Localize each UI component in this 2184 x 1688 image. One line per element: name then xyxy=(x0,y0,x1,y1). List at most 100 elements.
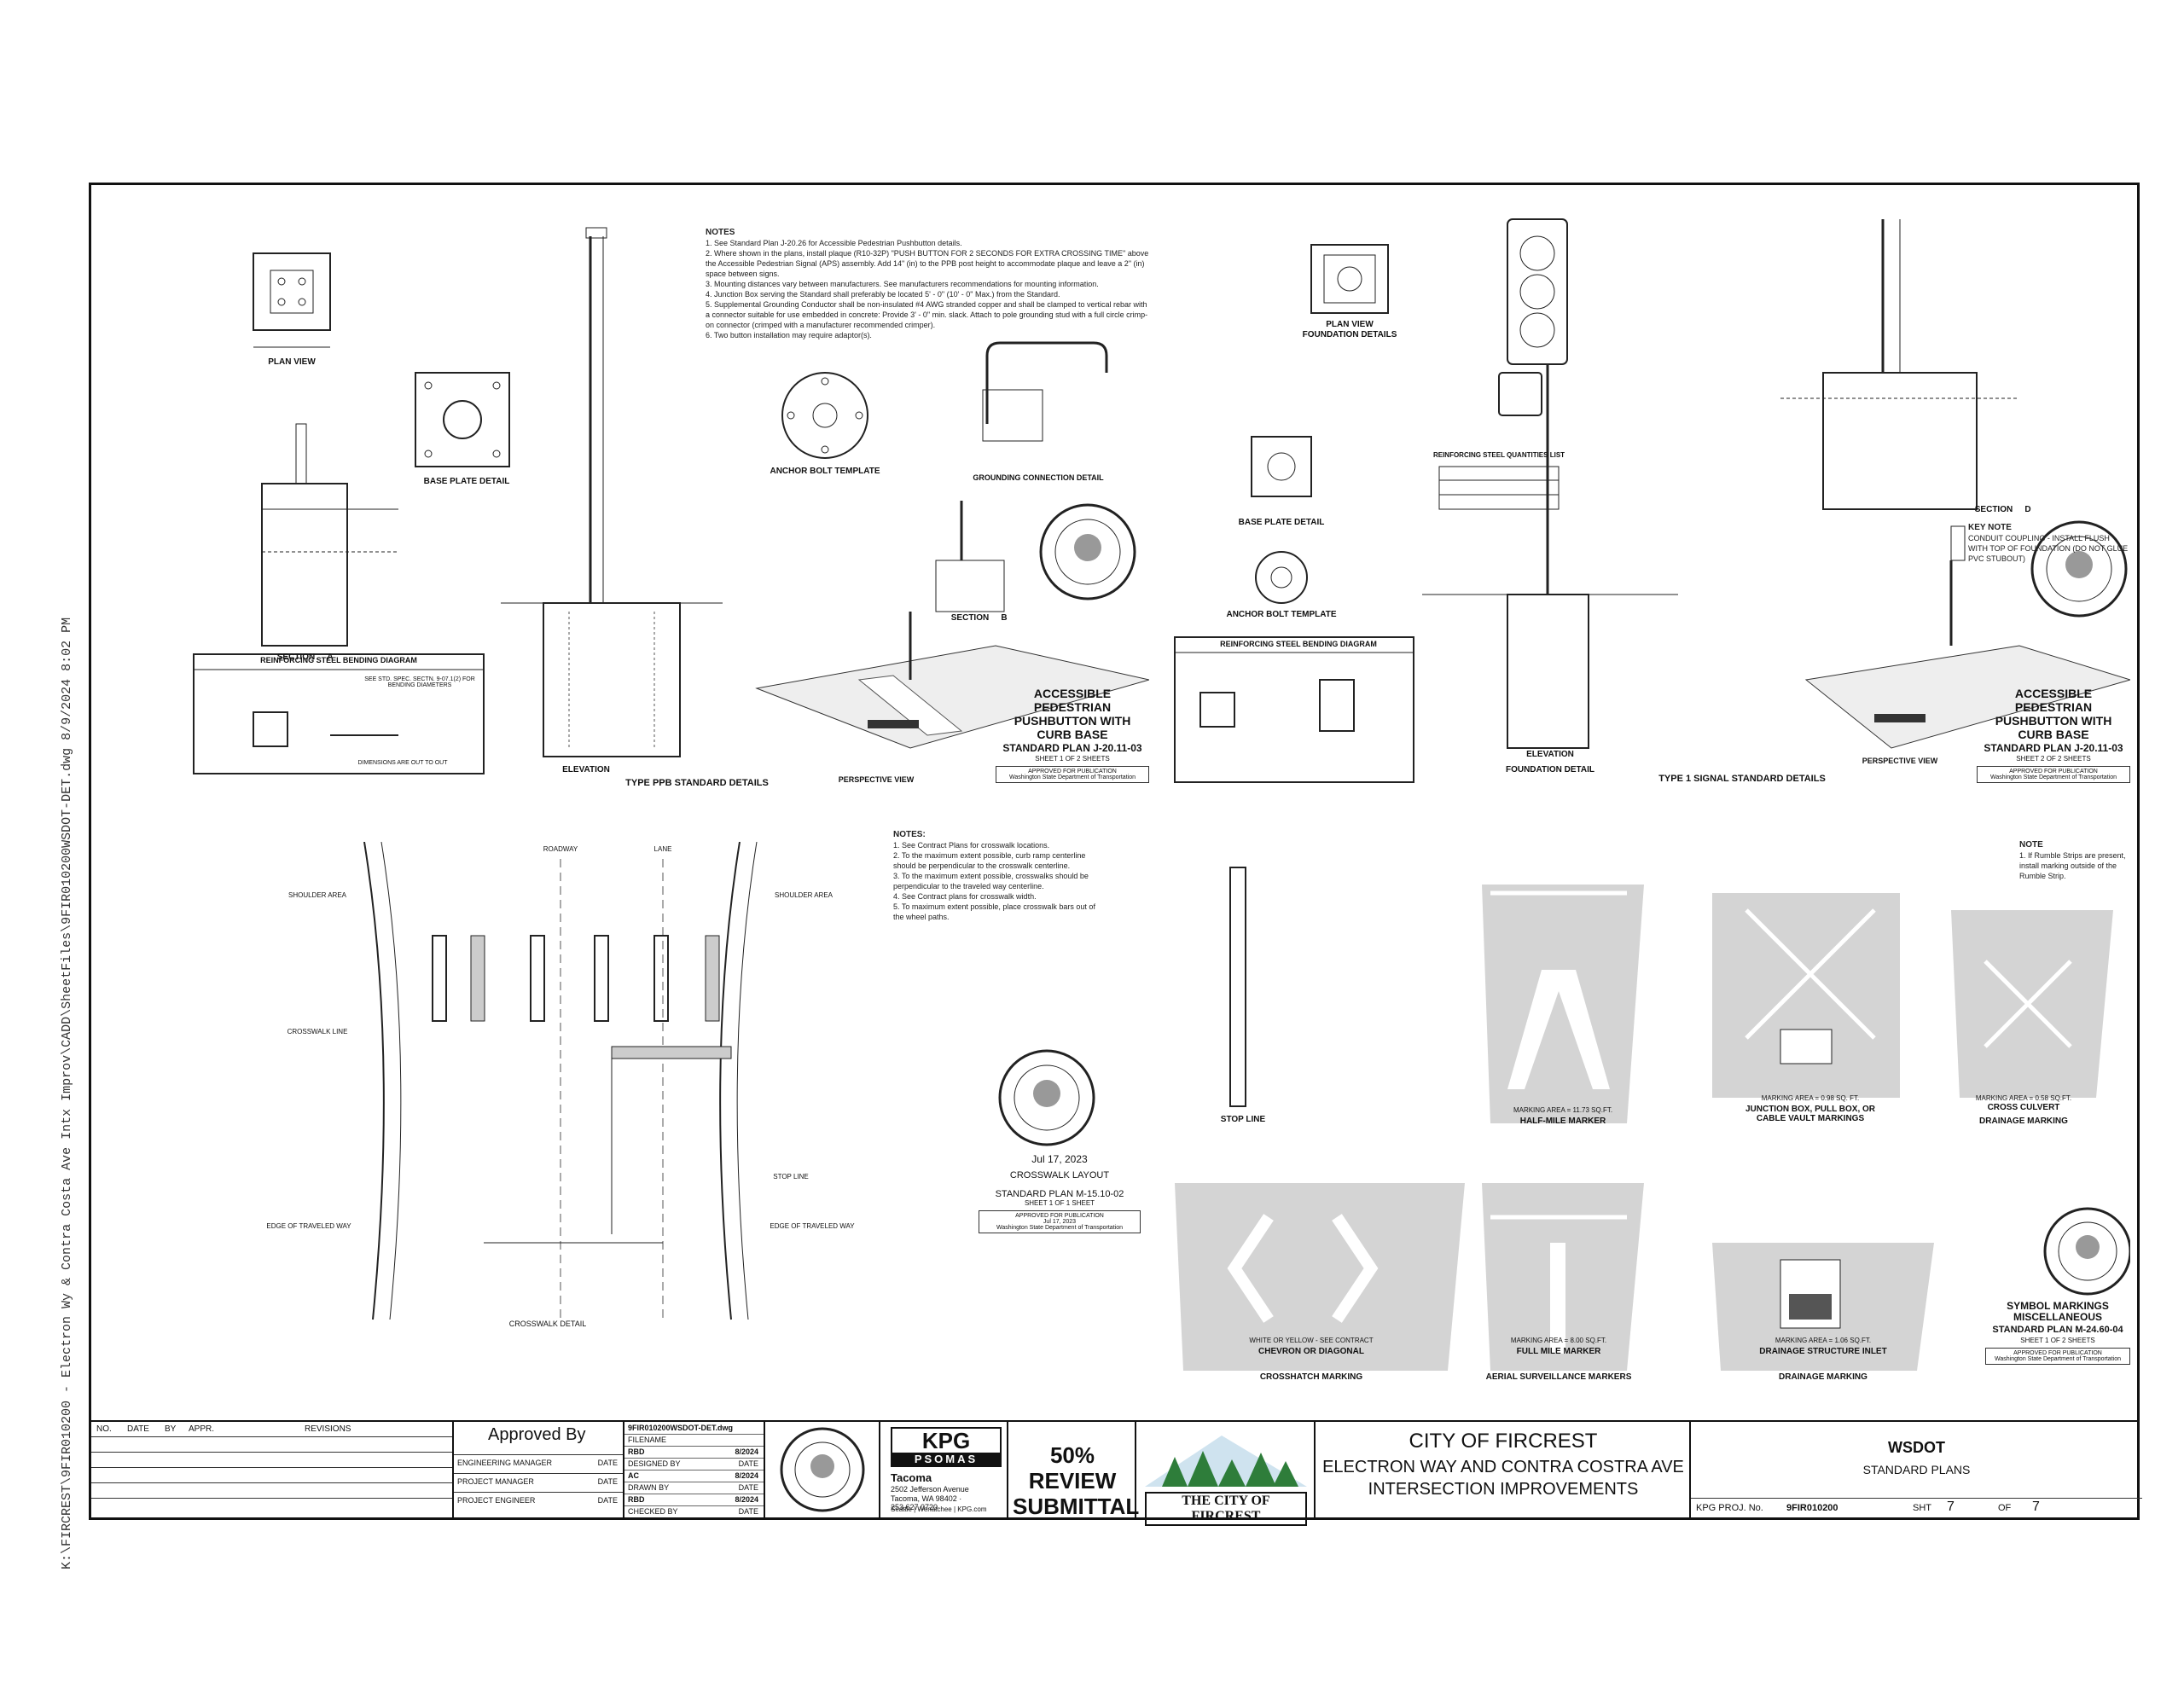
drainage-marking-label-2: DRAINAGE MARKING xyxy=(1779,1372,1867,1382)
filename-label: FILENAME xyxy=(628,1436,667,1444)
full-mile-label: FULL MILE MARKER xyxy=(1516,1347,1601,1356)
proj-number: 9FIR010200 xyxy=(1786,1503,1838,1513)
cw-note-2: 2. To the maximum extent possible, curb … xyxy=(893,851,1086,870)
roadway-label: ROADWAY xyxy=(543,845,578,853)
crosshatch-label: CROSSHATCH MARKING xyxy=(1259,1372,1363,1382)
of-label: OF xyxy=(1998,1503,2012,1513)
base-plate-detail-label: BASE PLATE DETAIL xyxy=(423,477,510,486)
edge-traveled-right: EDGE OF TRAVELED WAY xyxy=(770,1222,855,1230)
type1-title: TYPE 1 SIGNAL STANDARD DETAILS xyxy=(1658,774,1826,784)
role-project-engineer: PROJECT ENGINEER DATE xyxy=(454,1492,623,1508)
crosswalk-std-block: Jul 17, 2023 CROSSWALK LAYOUT STANDARD P… xyxy=(979,1153,1141,1233)
of-number: 7 xyxy=(2032,1499,2040,1514)
qty-title: REINFORCING STEEL QUANTITIES LIST xyxy=(1432,451,1565,459)
key-note-title: KEY NOTE xyxy=(1968,523,2012,532)
std-sheet-3: SHEET 1 OF 1 SHEET xyxy=(1024,1199,1095,1207)
city-title: CITY OF FIRCREST xyxy=(1409,1430,1598,1453)
reinforcing-title-2: REINFORCING STEEL BENDING DIAGRAM xyxy=(1220,640,1377,648)
drafter: AC xyxy=(628,1471,639,1480)
chevron-label: CHEVRON OR DIAGONAL xyxy=(1258,1347,1364,1356)
role-label: PROJECT ENGINEER xyxy=(457,1496,536,1505)
dimensions-note: DIMENSIONS ARE OUT TO OUT xyxy=(357,760,448,766)
sht-number: 7 xyxy=(1947,1499,1955,1514)
approved-label-4: APPROVED FOR PUBLICATION xyxy=(2013,1350,2102,1356)
anchor-bolt-template-label: ANCHOR BOLT TEMPLATE xyxy=(770,467,880,476)
std-title: ACCESSIBLE PEDESTRIAN PUSHBUTTON WITH CU… xyxy=(1014,687,1131,741)
date-label: DATE xyxy=(738,1483,758,1492)
designer: RBD xyxy=(628,1447,645,1456)
rev-date-header: DATE xyxy=(127,1424,149,1434)
section-b-letter: B xyxy=(1001,613,1008,623)
approved-label: APPROVED FOR PUBLICATION xyxy=(1028,769,1117,774)
drawn-by-label: DRAWN BY xyxy=(628,1483,670,1492)
junction-box-label: JUNCTION BOX, PULL BOX, OR CABLE VAULT M… xyxy=(1745,1105,1876,1123)
approved-label-2: APPROVED FOR PUBLICATION xyxy=(2009,769,2098,774)
inlet-area: MARKING AREA = 1.06 SQ.FT. xyxy=(1774,1337,1872,1344)
proj-label: KPG PROJ. No. xyxy=(1696,1503,1763,1513)
foundation-detail-label: FOUNDATION DETAIL xyxy=(1505,765,1595,774)
project-title-line2: ELECTRON WAY AND CONTRA COSTRA AVE xyxy=(1322,1458,1684,1476)
engineer-seal-cell xyxy=(765,1422,880,1517)
wsdot-dept-4: Washington State Department of Transport… xyxy=(1995,1356,2121,1362)
full-mile-area: MARKING AREA = 8.00 SQ.FT. xyxy=(1510,1337,1607,1344)
std-plan-2: STANDARD PLAN J-20.11-03 xyxy=(1984,742,2123,754)
plan-view-label: PLAN VIEW xyxy=(268,357,316,367)
section-b-label: SECTION xyxy=(950,613,990,623)
revisions-table: NO. DATE BY APPR. REVISIONS xyxy=(91,1422,454,1517)
base-plate-detail-label-2: BASE PLATE DETAIL xyxy=(1238,518,1325,527)
rev-revisions-header: REVISIONS xyxy=(305,1424,351,1434)
filename-value: 9FIR010200WSDOT-DET.dwg xyxy=(624,1422,764,1435)
project-title-line3: INTERSECTION IMPROVEMENTS xyxy=(1368,1480,1639,1499)
title-block: NO. DATE BY APPR. REVISIONS Approved By … xyxy=(91,1420,2142,1526)
revisions-header: NO. DATE BY APPR. REVISIONS xyxy=(91,1422,452,1437)
section-a-letter: A xyxy=(327,653,334,662)
file-path-stamp: K:\FIRCREST\9FIR010200 - Electron Wy & C… xyxy=(60,617,74,1569)
rev-by-header: BY xyxy=(165,1424,177,1434)
sheet-subtitle: STANDARD PLANS xyxy=(1862,1463,1971,1476)
section-a-label: SECTION xyxy=(276,653,316,662)
approved-box-2: APPROVED FOR PUBLICATION Washington Stat… xyxy=(1977,766,2130,783)
role-engineering-manager: ENGINEERING MANAGER DATE xyxy=(454,1454,623,1470)
approved-by-block: Approved By ENGINEERING MANAGER DATE PRO… xyxy=(454,1422,624,1517)
crosswalk-layout: SHOULDER AREA SHOULDER AREA ROADWAY LANE… xyxy=(142,830,1149,1405)
date-label: DATE xyxy=(738,1459,758,1468)
psomas-wordmark: PSOMAS xyxy=(892,1453,1000,1465)
drainage-inlet-label: DRAINAGE STRUCTURE INLET xyxy=(1759,1347,1887,1356)
marking-note-title: NOTE xyxy=(2019,840,2043,850)
checked-by-label: CHECKED BY xyxy=(628,1507,678,1516)
note-4: 4. Junction Box serving the Standard sha… xyxy=(706,290,1060,299)
sheet-title: WSDOT xyxy=(1888,1439,1945,1456)
perspective-view-label-2: PERSPECTIVE VIEW xyxy=(1862,757,1938,765)
section-d-label: SECTION xyxy=(1974,505,2013,514)
reinforcing-note: SEE STD. SPEC. SECTN. 9-07.1(2) FOR BEND… xyxy=(364,676,475,688)
std-sheet: SHEET 1 OF 2 SHEETS xyxy=(1035,755,1110,763)
cw-note-1: 1. See Contract Plans for crosswalk loca… xyxy=(893,841,1050,850)
half-mile-area: MARKING AREA = 11.73 SQ.FT. xyxy=(1513,1106,1613,1114)
crosswalk-detail-label: CROSSWALK DETAIL xyxy=(508,1320,587,1328)
key-note: KEY NOTE CONDUIT COUPLING - INSTALL FLUS… xyxy=(1968,523,2130,564)
culvert-area: MARKING AREA = 0.58 SQ.FT. xyxy=(1975,1094,2072,1102)
type1-drawing xyxy=(1174,218,2132,783)
std-sheet-4: SHEET 1 OF 2 SHEETS xyxy=(2020,1337,2095,1344)
role-date-label: DATE xyxy=(597,1496,618,1505)
kpg-address2: Tacoma, WA 98402 · 253.627.0720 xyxy=(891,1494,962,1511)
approved-box-4: APPROVED FOR PUBLICATION Washington Stat… xyxy=(1985,1348,2130,1365)
kpg-wordmark: KPG xyxy=(921,1428,971,1453)
review-block: 50% REVIEW SUBMITTAL xyxy=(1008,1422,1139,1519)
checked-date: 8/2024 xyxy=(735,1495,758,1504)
marking-note-text: 1. If Rumble Strips are present, install… xyxy=(2019,851,2126,880)
stop-line-label: STOP LINE xyxy=(773,1173,809,1180)
designed-by-label: DESIGNED BY xyxy=(628,1459,681,1468)
reinforcing-title: REINFORCING STEEL BENDING DIAGRAM xyxy=(260,656,417,664)
seal-date: Jul 17, 2023 xyxy=(1031,1153,1088,1165)
std-title-4: SYMBOL MARKINGS MISCELLANEOUS xyxy=(2007,1300,2109,1323)
type1-signal-details: PLAN VIEW FOUNDATION DETAILS BASE PLATE … xyxy=(1166,202,2132,816)
shoulder-area-left: SHOULDER AREA xyxy=(288,891,347,899)
type1-std-block: ACCESSIBLE PEDESTRIAN PUSHBUTTON WITH CU… xyxy=(1977,687,2130,783)
sheet-title-block: WSDOT STANDARD PLANS KPG PROJ. No. 9FIR0… xyxy=(1691,1422,2142,1517)
stop-line-marking-label: STOP LINE xyxy=(1220,1115,1266,1124)
crosswalk-drawing xyxy=(363,841,1095,1320)
note-1: 1. See Standard Plan J-20.26 for Accessi… xyxy=(706,239,962,247)
drainage-marking-label: DRAINAGE MARKING xyxy=(1979,1117,2068,1126)
project-title-block: CITY OF FIRCREST ELECTRON WAY AND CONTRA… xyxy=(1316,1422,1691,1517)
